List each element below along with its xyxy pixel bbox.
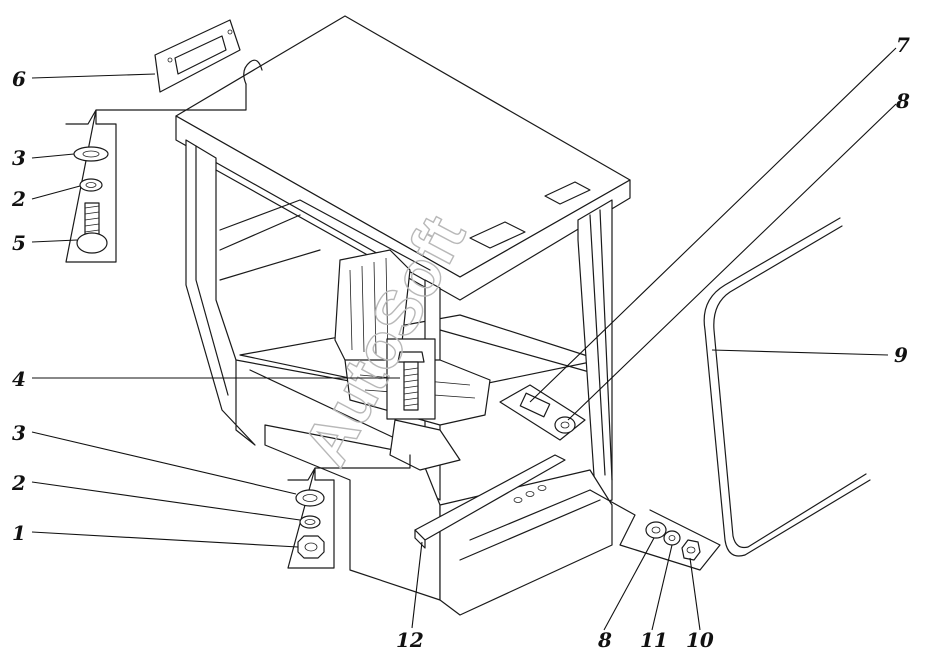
fastener-box-bottom [287,454,411,569]
callout-2-top: 2 [11,187,26,211]
fastener-box-top [65,59,263,263]
callout-6: 6 [12,67,26,91]
leader-lines [31,47,897,631]
bracket-7 [499,384,586,441]
callout-3-bottom: 3 [12,421,26,445]
callout-7: 7 [896,33,910,57]
callout-10: 10 [686,628,714,652]
callout-9: 9 [894,343,908,367]
callout-3-top: 3 [12,146,26,170]
callout-1: 1 [12,521,26,545]
callout-4: 4 [12,367,26,391]
bracket-8-11-10 [589,489,721,571]
callout-labels: 6 3 2 5 4 3 2 1 7 8 9 12 8 11 10 [11,33,910,652]
bolt-detail-4 [386,338,436,420]
strip-12 [414,454,566,549]
callout-12: 12 [396,628,424,652]
callout-5: 5 [12,231,26,255]
callout-8-right: 8 [895,89,910,113]
callout-8-bottom: 8 [597,628,612,652]
callout-2-bottom: 2 [11,471,26,495]
seal-9 [703,217,871,557]
callout-11: 11 [640,628,668,652]
panel-6 [154,19,241,93]
